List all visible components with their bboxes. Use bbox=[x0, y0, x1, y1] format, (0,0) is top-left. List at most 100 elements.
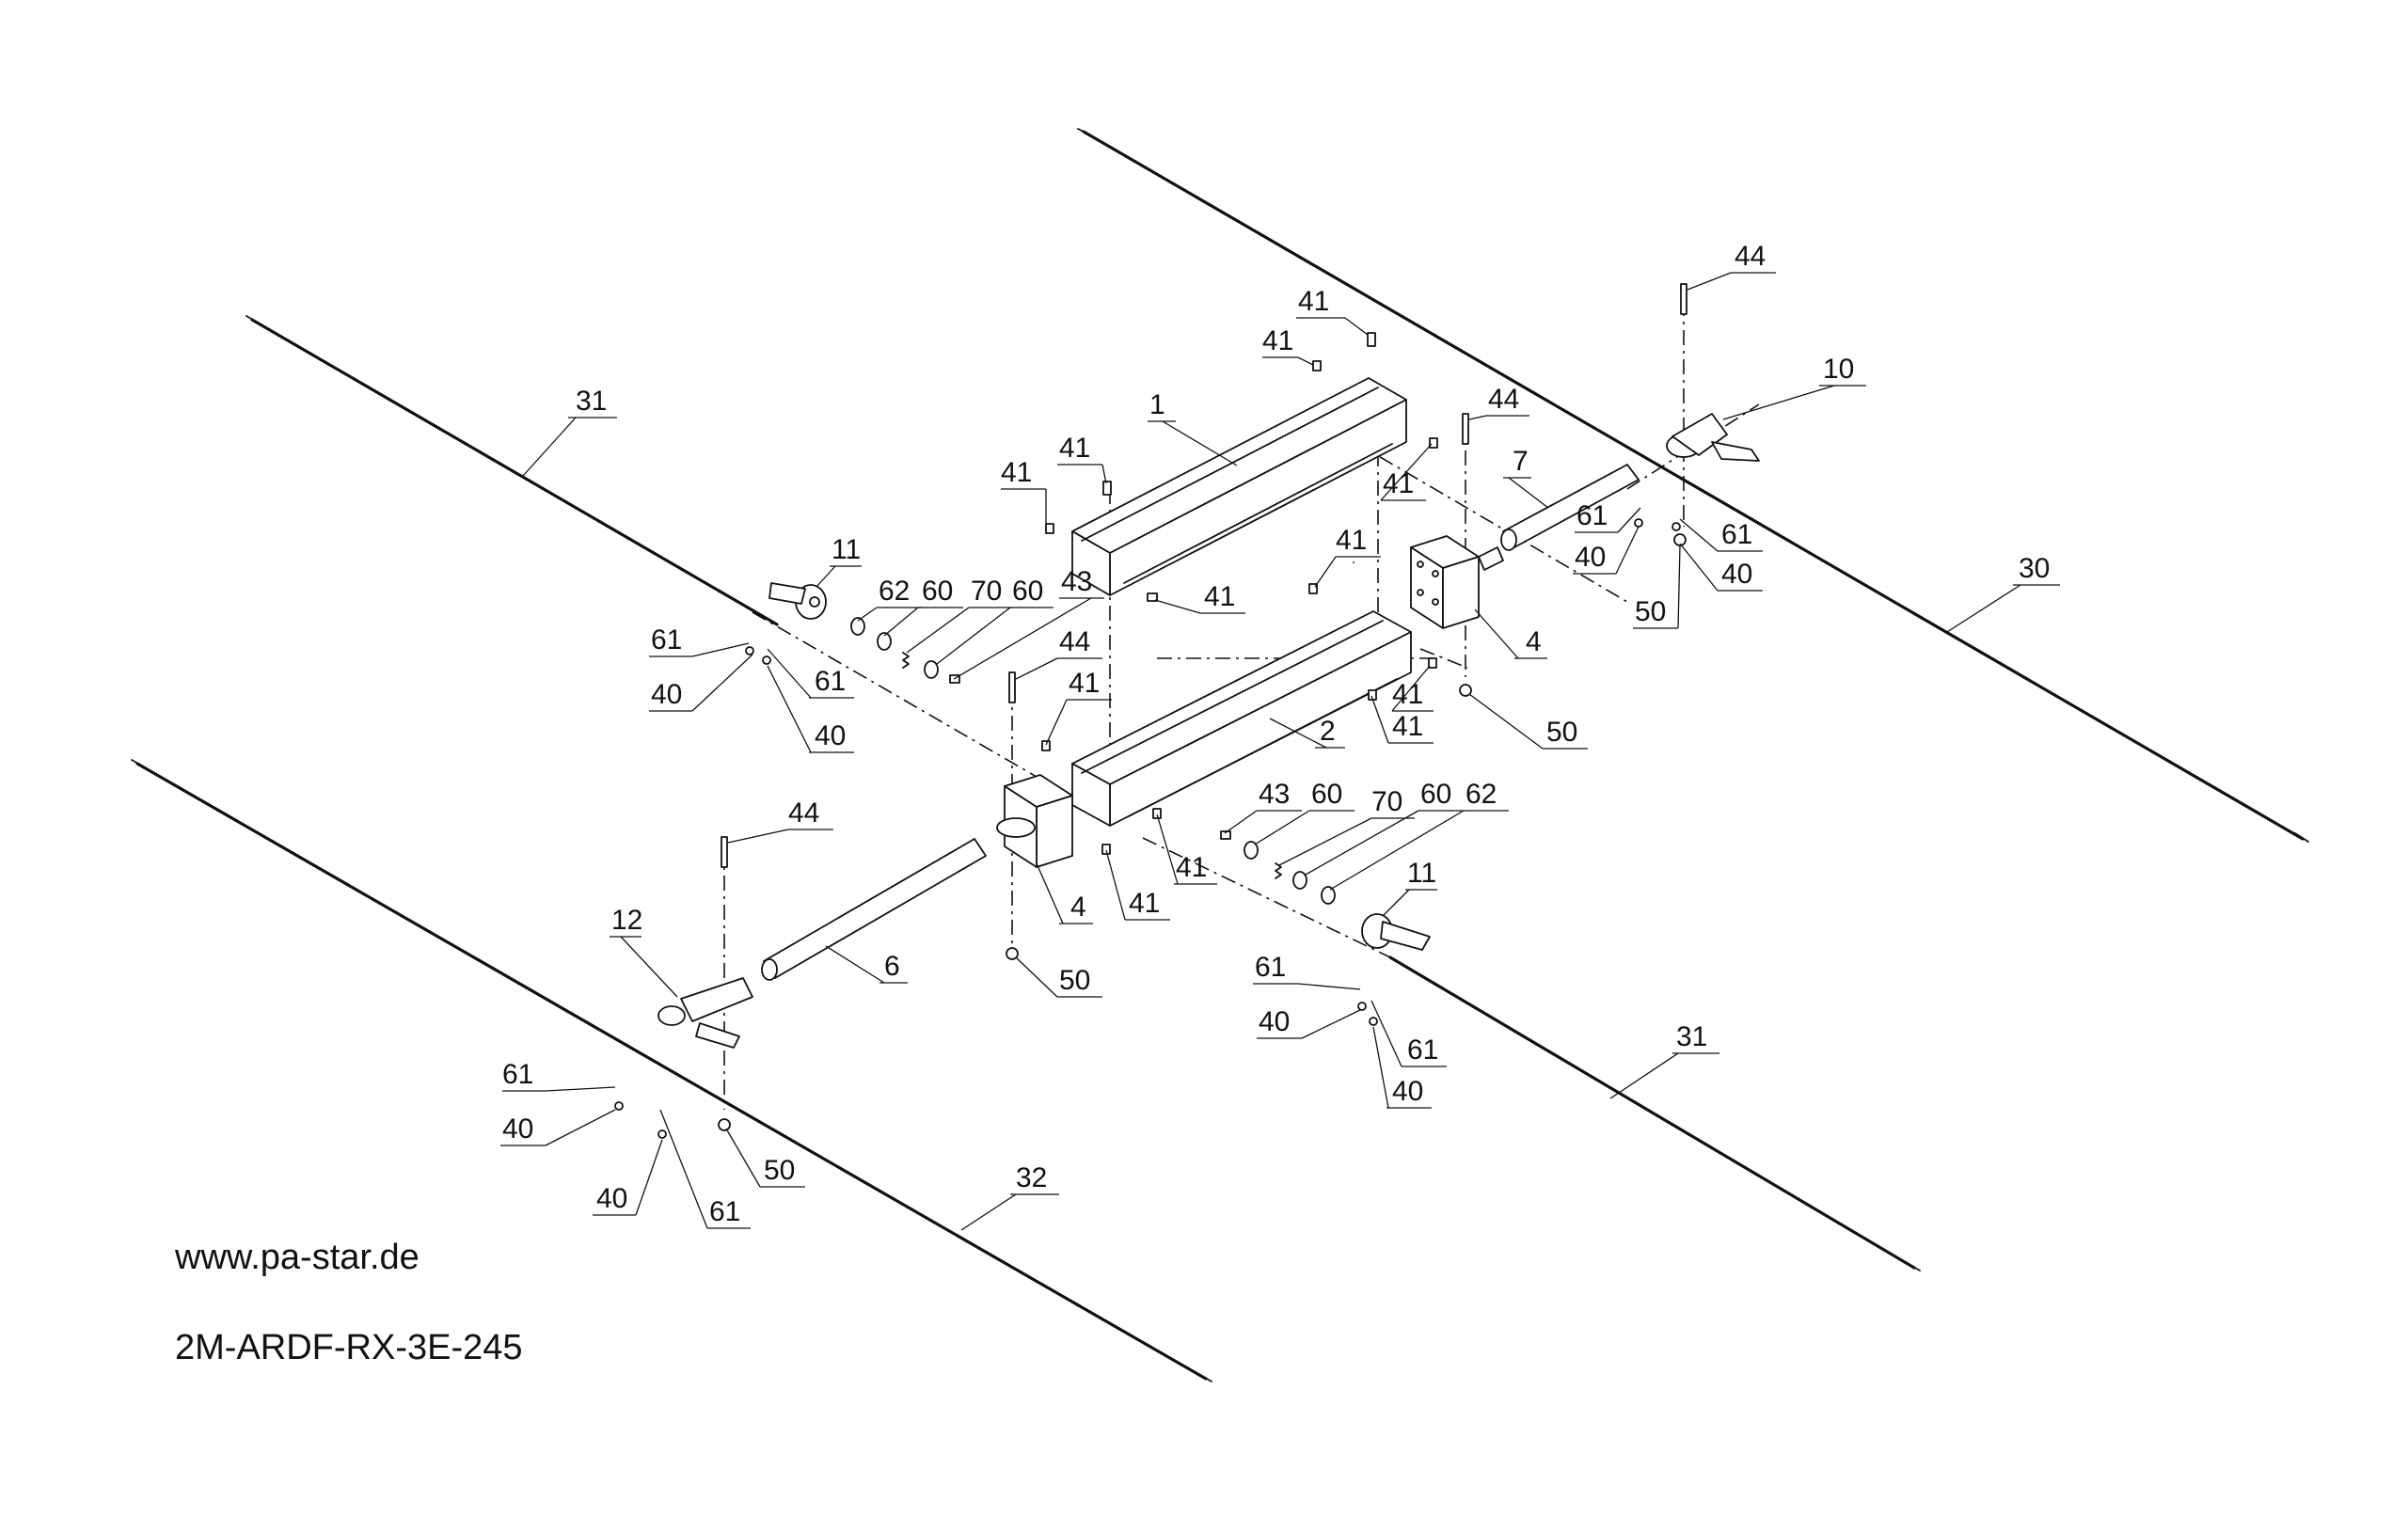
callout-43-b-label: 43 bbox=[1259, 779, 1290, 810]
callout-70-a: 70 bbox=[906, 576, 1012, 654]
callout-61-b-label: 61 bbox=[815, 666, 846, 697]
callout-41-d: 41 bbox=[1057, 433, 1107, 484]
callout-4-left: 4 bbox=[1036, 862, 1093, 924]
callout-41-d-label: 41 bbox=[1059, 433, 1090, 464]
callout-41-l: 41 bbox=[1105, 849, 1170, 921]
callout-40-g-label: 40 bbox=[502, 1113, 533, 1145]
callout-41-g-label: 41 bbox=[1383, 468, 1414, 499]
callout-6-label: 6 bbox=[884, 951, 900, 982]
callout-41-i-label: 41 bbox=[1392, 711, 1423, 742]
callout-2: 2 bbox=[1269, 716, 1345, 749]
callout-62-b: 62 bbox=[1329, 779, 1509, 891]
callout-44-d: 44 bbox=[727, 797, 833, 844]
callout-61-d: 61 bbox=[1679, 518, 1763, 552]
element-clamp-12 bbox=[657, 977, 753, 1049]
callout-11-right-label: 11 bbox=[1407, 858, 1436, 889]
callout-61-e: 61 bbox=[1253, 952, 1361, 990]
callout-61-h: 61 bbox=[659, 1109, 751, 1229]
callout-61-a-label: 61 bbox=[651, 624, 682, 655]
callout-60-a: 60 bbox=[883, 576, 963, 637]
callout-31-left-label: 31 bbox=[576, 386, 607, 417]
callout-50-a: 50 bbox=[1468, 693, 1588, 750]
clamp-block-left bbox=[996, 774, 1073, 868]
callout-44-b: 44 bbox=[1687, 241, 1776, 291]
callout-61-c: 61 bbox=[1575, 500, 1641, 533]
callout-40-d: 40 bbox=[1679, 543, 1763, 592]
callout-40-h-label: 40 bbox=[596, 1183, 627, 1214]
callout-41-j-label: 41 bbox=[1069, 668, 1100, 699]
callout-40-f-label: 40 bbox=[1392, 1076, 1423, 1107]
callout-44-a: 44 bbox=[1468, 384, 1529, 420]
callout-30: 30 bbox=[1946, 553, 2060, 633]
callout-40-a: 40 bbox=[649, 654, 753, 712]
boom-tube-6 bbox=[761, 838, 987, 981]
callout-61-a: 61 bbox=[649, 624, 750, 657]
element-rod-31-left bbox=[246, 315, 779, 626]
callout-41-m: 41 bbox=[1353, 561, 1354, 563]
boom-tube-7 bbox=[1500, 464, 1640, 551]
callout-60-d: 60 bbox=[1305, 779, 1464, 876]
callout-60-b-label: 60 bbox=[1012, 576, 1043, 607]
callout-41-g: 41 bbox=[1380, 443, 1433, 501]
upper-channel-beam bbox=[1071, 377, 1407, 596]
callout-30-label: 30 bbox=[2019, 553, 2050, 584]
callout-44-c: 44 bbox=[1015, 626, 1102, 680]
callout-61-b: 61 bbox=[767, 648, 854, 699]
callout-44-c-label: 44 bbox=[1059, 626, 1090, 657]
callout-44-d-label: 44 bbox=[788, 797, 819, 829]
callout-60-c-label: 60 bbox=[1311, 779, 1342, 810]
callout-31-right-label: 31 bbox=[1676, 1021, 1707, 1052]
hardware bbox=[614, 283, 1687, 1139]
callouts: 1 2 4 4 6 7 10 11 11 12 30 31 31 32 40 4… bbox=[500, 241, 2060, 1231]
callout-2-label: 2 bbox=[1320, 716, 1336, 747]
callout-40-e: 40 bbox=[1257, 1006, 1361, 1039]
callout-41-f: 41 bbox=[1314, 525, 1381, 588]
callout-41-c: 41 bbox=[1001, 457, 1047, 527]
callout-41-b: 41 bbox=[1262, 325, 1314, 366]
callout-31-left: 31 bbox=[522, 386, 617, 477]
callout-60-c: 60 bbox=[1254, 779, 1354, 845]
callout-40-e-label: 40 bbox=[1259, 1006, 1290, 1037]
callout-11-right: 11 bbox=[1382, 858, 1437, 917]
callout-70-b: 70 bbox=[1278, 786, 1415, 866]
website-text: www.pa-star.de bbox=[175, 1238, 420, 1277]
callout-41-b-label: 41 bbox=[1262, 325, 1293, 356]
callout-41-c-label: 41 bbox=[1001, 457, 1032, 488]
callout-60-b: 60 bbox=[936, 576, 1054, 665]
callout-40-b: 40 bbox=[767, 665, 854, 753]
callout-41-h-label: 41 bbox=[1392, 679, 1423, 710]
callout-61-f: 61 bbox=[1370, 1000, 1447, 1067]
callout-10-label: 10 bbox=[1823, 354, 1854, 385]
callout-61-g: 61 bbox=[502, 1059, 616, 1092]
callout-6: 6 bbox=[825, 945, 908, 984]
callout-62-b-label: 62 bbox=[1465, 779, 1497, 810]
callout-70-a-label: 70 bbox=[971, 576, 1002, 607]
callout-60-d-label: 60 bbox=[1420, 779, 1451, 810]
callout-61-d-label: 61 bbox=[1721, 519, 1752, 550]
callout-7: 7 bbox=[1503, 446, 1549, 509]
callout-32-label: 32 bbox=[1016, 1162, 1047, 1193]
callout-50-a-label: 50 bbox=[1546, 717, 1577, 748]
callout-41-e: 41 bbox=[1154, 581, 1245, 614]
callout-62-a-label: 62 bbox=[879, 576, 910, 607]
callout-40-c: 40 bbox=[1573, 526, 1640, 575]
callout-43-a: 43 bbox=[953, 566, 1104, 680]
element-clamp-10 bbox=[1666, 413, 1760, 462]
element-clamp-11-right bbox=[1361, 913, 1431, 951]
clamp-block-right bbox=[1410, 535, 1504, 629]
callout-11-left: 11 bbox=[816, 534, 862, 588]
callout-41-i: 41 bbox=[1370, 695, 1434, 744]
callout-43-a-label: 43 bbox=[1061, 566, 1092, 597]
callout-41-l-label: 41 bbox=[1129, 888, 1160, 919]
callout-50-c: 50 bbox=[1015, 956, 1102, 998]
callout-40-g: 40 bbox=[500, 1109, 616, 1146]
callout-4-right-label: 4 bbox=[1526, 626, 1542, 657]
callout-4-left-label: 4 bbox=[1070, 892, 1086, 923]
callout-50-b: 50 bbox=[1633, 545, 1681, 629]
callout-4-right: 4 bbox=[1474, 608, 1547, 659]
callout-44-b-label: 44 bbox=[1735, 241, 1766, 272]
callout-41-f-label: 41 bbox=[1336, 525, 1367, 556]
callout-50-d: 50 bbox=[725, 1128, 805, 1188]
